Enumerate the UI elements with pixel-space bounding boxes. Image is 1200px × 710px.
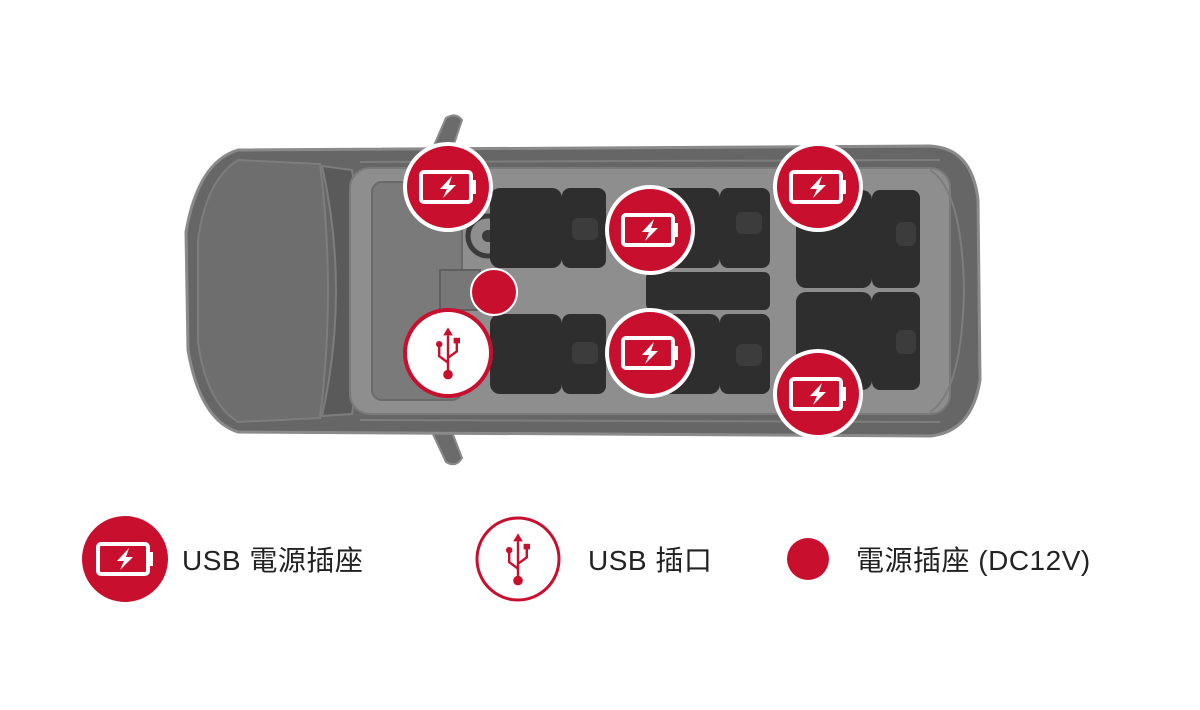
dc12v-socket-marker <box>470 268 518 316</box>
usb-power-socket-marker <box>605 308 695 398</box>
legend-label: 電源插座 (DC12V) <box>856 545 1091 576</box>
legend-label: USB 插口 <box>588 545 713 576</box>
legend-item-dc12v: 電源插座 (DC12V) <box>856 516 1091 602</box>
legend-item-usb-power: USB 電源插座 <box>182 516 363 602</box>
right-mirror <box>430 431 464 466</box>
usb-port-marker <box>403 308 493 398</box>
usb-power-socket-marker <box>773 349 863 439</box>
power-socket-markers <box>403 142 863 439</box>
legend-battery-icon <box>82 516 168 602</box>
usb-power-socket-marker <box>605 185 695 275</box>
legend-usb-icon <box>475 516 561 602</box>
usb-power-socket-marker <box>403 142 493 232</box>
red-dot-icon <box>787 538 829 580</box>
hood <box>197 158 329 424</box>
car-body <box>184 114 982 466</box>
front-seat-right <box>490 314 562 394</box>
usb-power-socket-marker <box>773 142 863 232</box>
legend-label: USB 電源插座 <box>182 545 364 576</box>
front-seat-left <box>490 188 562 268</box>
legend-item-usb-port: USB 插口 <box>588 516 712 602</box>
legend-dc-icon <box>787 538 829 580</box>
left-mirror <box>430 114 464 151</box>
legend-icons <box>82 516 829 602</box>
second-row-center <box>646 272 770 310</box>
